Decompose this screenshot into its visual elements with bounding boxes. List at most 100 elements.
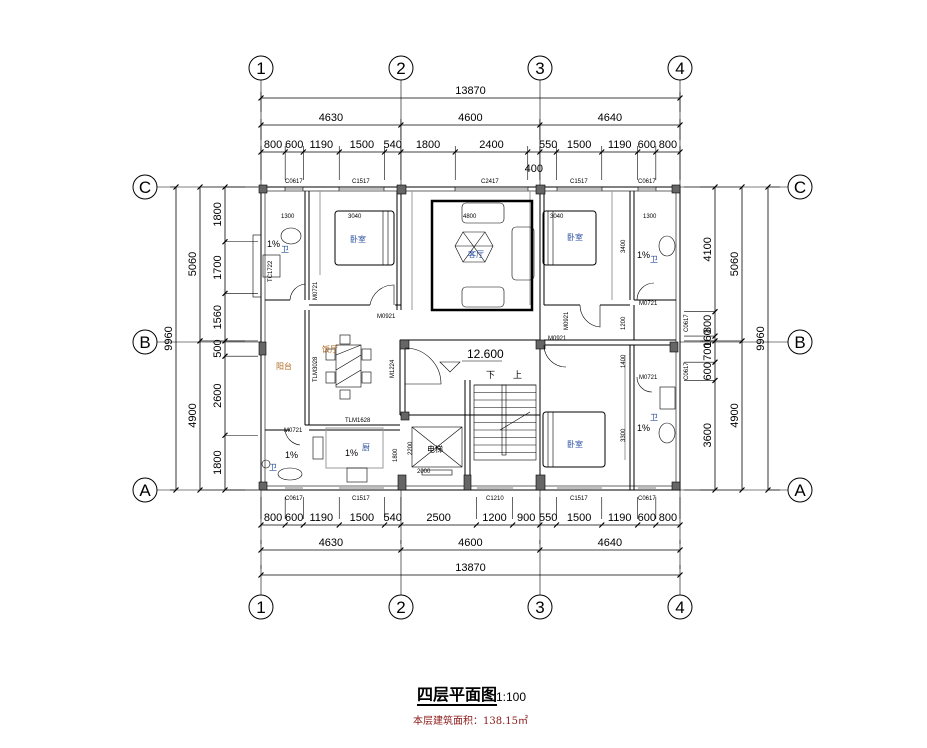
dim-bottom-segment-tick — [282, 522, 289, 528]
room-labels: 卧室 卧室 卧室 客厅 饭厅 阳台 厨 卫 卫 卫 卫 电梯 下 上 1% 1%… — [267, 232, 658, 472]
slope-label: 1% — [285, 450, 298, 460]
dim-left-segment-label: 500 — [212, 339, 224, 357]
dim-bottom-segment-label: 540 — [384, 512, 402, 524]
axis-bubble — [248, 55, 274, 81]
dim-bottom-segment-tick — [509, 522, 516, 528]
stairs — [473, 384, 537, 461]
axis-label: 1 — [256, 598, 265, 617]
door-tag: M0721 — [639, 301, 658, 307]
door-tag: M0721 — [313, 281, 319, 300]
dim-bottom-segment-tick — [300, 522, 307, 528]
dim-left-segment-tick — [222, 238, 228, 245]
dim-bottom-segment-label: 1200 — [482, 512, 506, 524]
dim-tag: 1400 — [621, 354, 627, 368]
dim-left-segment-label: 1800 — [212, 450, 224, 474]
dim-right-segment-tick — [712, 333, 718, 339]
axis-bubble — [132, 329, 158, 355]
dim-bottom-segment-label: 800 — [659, 512, 677, 524]
axis-label: 2 — [396, 59, 405, 78]
axis-bubble — [667, 55, 693, 81]
dim-top-segment-label: 1800 — [416, 139, 440, 151]
dim-top-segment-label: 1500 — [350, 139, 374, 151]
door-tag: TLM1628 — [345, 418, 371, 424]
door-tag: M0921 — [564, 311, 570, 330]
dim-tag: 1300 — [281, 214, 295, 220]
room-bath-4: 卫 — [269, 463, 277, 472]
dim-top-segment-label: 600 — [285, 139, 303, 151]
axis-label: 3 — [535, 598, 544, 617]
window-tag: C1517 — [352, 496, 370, 502]
room-elevator: 电梯 — [427, 444, 443, 454]
dim-bottom-segment-tick — [634, 522, 641, 528]
dim-tag: 1200 — [621, 316, 627, 330]
room-bath-2: 卫 — [650, 255, 658, 264]
dim-tag: 3400 — [621, 239, 627, 253]
window-tag: C0617 — [684, 314, 690, 332]
stair-up-label: 上 — [513, 370, 522, 380]
dim-top-segment-tick — [336, 149, 343, 155]
dim-left-segment-tick — [222, 338, 228, 344]
dim-bottom-axis-label: 4600 — [458, 537, 482, 549]
axis-label: 4 — [675, 598, 684, 617]
axis-bubble — [787, 174, 813, 200]
door-tag: M0721 — [639, 375, 658, 381]
slope-label: 1% — [637, 250, 650, 260]
room-bath-1: 卫 — [281, 245, 289, 254]
dim-bottom-segment-label: 2500 — [426, 512, 450, 524]
dim-bottom-axis-label: 4630 — [319, 537, 343, 549]
dim-right-axis-tick — [739, 338, 745, 344]
dim-left-segment-label: 1560 — [212, 305, 224, 329]
dim-tag: 2200 — [408, 441, 414, 455]
dim-bottom-segment-label: 1500 — [567, 512, 591, 524]
dim-top-segment-tick — [300, 149, 307, 155]
axis-label: B — [794, 333, 805, 352]
window-tag: C2417 — [481, 179, 499, 185]
dim-top-total-label: 13870 — [455, 85, 486, 97]
axis-label: C — [794, 178, 806, 197]
axis-label: 1 — [256, 59, 265, 78]
slope-label: 1% — [637, 423, 650, 433]
dim-top-segment-tick — [652, 149, 659, 155]
room-bedroom-2: 卧室 — [567, 232, 583, 242]
axis-label: C — [139, 178, 151, 197]
door-window-tags: C0617 C1517 C2417 C1517 C0617 C0617 C151… — [268, 179, 690, 502]
dim-top-segment-label: 600 — [638, 139, 656, 151]
dim-top-segment-label: 800 — [659, 139, 677, 151]
dim-top-segment-label: 1190 — [608, 139, 632, 151]
dim-bottom-segment-label: 1500 — [350, 512, 374, 524]
door-tag: M0921 — [377, 314, 396, 320]
dim-tag: 1300 — [643, 214, 657, 220]
window-tag: C0617 — [638, 179, 656, 185]
axis-bubble — [787, 477, 813, 503]
dim-top-segment-tick — [282, 149, 289, 155]
dim-right-segment-tick — [712, 308, 718, 315]
dim-tag: 4800 — [463, 214, 477, 220]
dim-left-axis-tick — [197, 338, 203, 344]
stair-down-label: 下 — [486, 370, 495, 380]
dim-top-axis-label: 4630 — [319, 112, 343, 124]
dim-top-segment-label: 550 — [539, 139, 557, 151]
room-bedroom-1: 卧室 — [350, 234, 366, 244]
dim-bottom-segment-label: 600 — [285, 512, 303, 524]
dim-left-axis-label: 4900 — [187, 403, 199, 427]
drawing-scale: 1:100 — [496, 690, 527, 704]
axis-bubble — [388, 55, 414, 81]
dim-bottom-segment-label: 900 — [517, 512, 535, 524]
dim-top-axis-label: 4600 — [458, 112, 482, 124]
dim-bottom-axis-label: 4640 — [598, 537, 622, 549]
dim-left-segment-label: 1700 — [212, 255, 224, 279]
dim-bottom-segment-label: 800 — [264, 512, 282, 524]
door-tag: M0721 — [284, 428, 303, 434]
axis-bubble — [527, 55, 553, 81]
room-dining: 饭厅 — [322, 344, 338, 354]
dim-bottom-segment-tick — [473, 522, 480, 528]
axis-label: 2 — [396, 598, 405, 617]
dim-top-segment-label: 800 — [264, 139, 282, 151]
dim-bottom-total-label: 13870 — [455, 562, 486, 574]
dim-left-segment-tick — [222, 353, 228, 360]
door-tag: M1224 — [390, 359, 396, 378]
room-living: 客厅 — [468, 249, 484, 259]
door-tag: TLM3028 — [313, 356, 319, 382]
axis-bubble — [667, 594, 693, 620]
dim-right-segment-label: 160 — [702, 329, 714, 347]
